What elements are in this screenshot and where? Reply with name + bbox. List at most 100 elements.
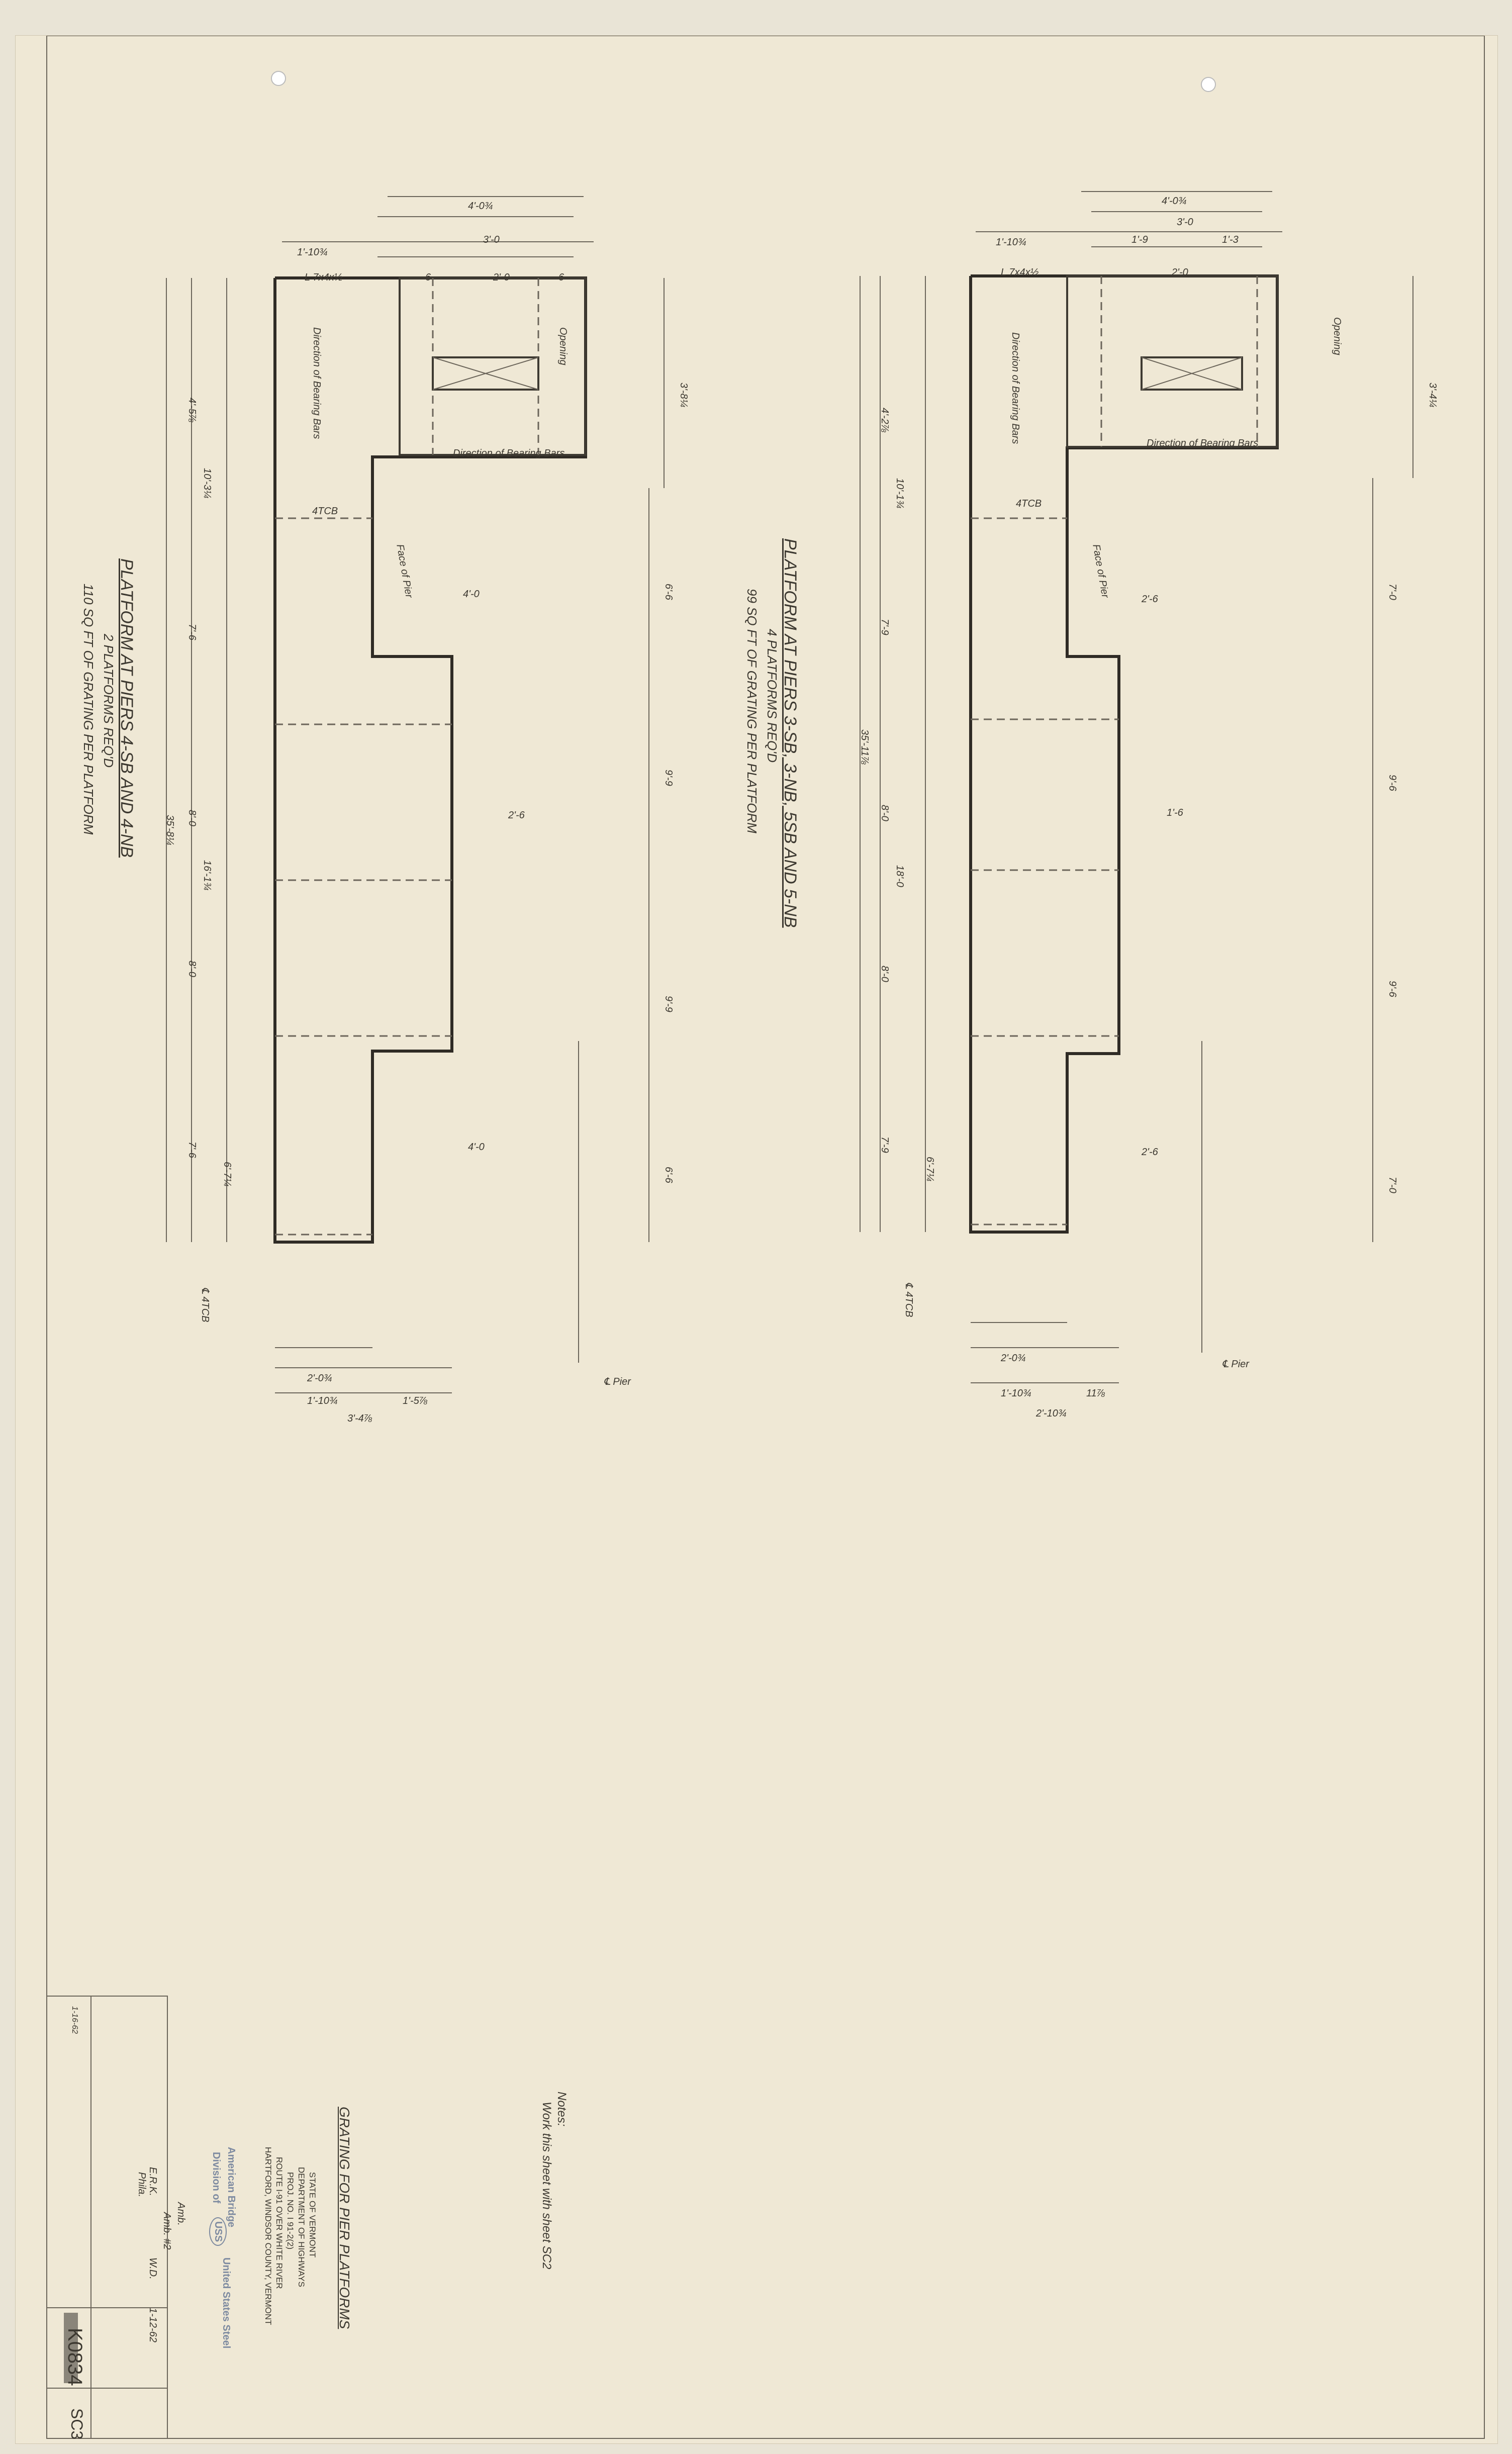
left-dim-left-offset: 1'-10¾	[297, 247, 328, 258]
drawing-title: GRATING FOR PIER PLATFORMS	[337, 2107, 352, 2329]
left-dim-bot-c: 1'-5⅞	[403, 1395, 428, 1406]
right-dim-right-c: 9'-6	[1387, 775, 1398, 791]
left-opening-label: Opening	[557, 327, 569, 365]
left-tcb-label: 4TCB	[312, 506, 338, 517]
left-dim-side-g: 7'-6	[186, 1142, 198, 1158]
sheet-number: SC3	[68, 2408, 86, 2440]
right-dim-side-total: 35'-11⅞	[859, 729, 870, 765]
right-tcb-label: 4TCB	[1016, 498, 1042, 509]
client-line-2: DEPARTMENT OF HIGHWAYS	[297, 2167, 306, 2287]
right-dim-side-e: 18'-0	[894, 865, 905, 887]
client-line-1: STATE OF VERMONT	[308, 2172, 317, 2258]
right-cl-tcb-label: ℄ 4TCB	[903, 1282, 914, 1317]
left-dim-top-b: 2'-0	[493, 272, 510, 283]
drawing-sheet: PLATFORM AT PIERS 4-SB AND 4-NB 2 PLATFO…	[15, 35, 1498, 2444]
left-dim-right-c: 9'-9	[663, 770, 674, 786]
right-platform-outline	[860, 191, 1413, 1383]
notes-line-1: Work this sheet with sheet SC2	[540, 2102, 553, 2270]
right-dim-side-h: 6'-7¼	[924, 1157, 935, 1182]
right-dim-w-3: 2'-6	[1142, 1147, 1158, 1158]
drawing-location: Phila.	[136, 2172, 147, 2198]
right-dim-side-g: 7'-9	[879, 1137, 890, 1153]
punch-hole	[1201, 77, 1216, 92]
right-dim-side-d: 8'-0	[879, 805, 890, 821]
notes-heading: Notes:	[555, 2092, 569, 2127]
right-dim-right-b: 7'-0	[1387, 584, 1398, 600]
right-dim-top-b: 1'-9	[1131, 234, 1148, 245]
company-name-2: Division of	[211, 2152, 222, 2204]
left-dim-side-total: 35'-8¼	[164, 815, 175, 845]
contract-line: Amb. #2	[161, 2212, 172, 2250]
left-platform-outline	[166, 196, 665, 1393]
right-direction-bars-label-2: Direction of Bearing Bars	[1147, 438, 1259, 449]
right-dim-side-a: 4'-2⅞	[879, 408, 890, 433]
client-line-4: ROUTE I-91 OVER WHITE RIVER	[274, 2157, 284, 2289]
left-angle-label: L 7x4x½	[305, 272, 343, 283]
right-dim-w-1: 2'-6	[1142, 594, 1158, 605]
drawing-linework	[46, 36, 1485, 2439]
left-platform-area: 110 SQ FT OF GRATING PER PLATFORM	[81, 584, 96, 835]
right-dim-top-c: 1'-3	[1222, 234, 1239, 245]
left-dim-right-b: 6'-6	[663, 584, 674, 600]
client-line-3: PROJ. NO. I 91-2(2)	[286, 2172, 295, 2249]
left-dim-top-6a: 6	[425, 272, 431, 283]
right-dim-bot-a: 2'-0¾	[1001, 1353, 1026, 1364]
right-dim-top-d: 2'-0	[1172, 267, 1188, 278]
left-dim-side-e: 16'-1¾	[202, 860, 213, 891]
right-angle-label: L 7x4x½	[1001, 267, 1039, 278]
right-dim-bot-d: 2'-10¾	[1036, 1408, 1067, 1419]
right-cl-pier-label: ℄ Pier	[1222, 1359, 1249, 1370]
left-dim-w-2: 2'-6	[508, 810, 525, 821]
ref-line: Amb.	[175, 2202, 186, 2226]
left-platform-qty: 2 PLATFORMS REQ'D	[101, 634, 116, 768]
left-dim-w-1: 4'-0	[463, 589, 480, 600]
right-dim-right-e: 7'-0	[1387, 1177, 1398, 1193]
left-dim-w-3: 4'-0	[468, 1142, 485, 1153]
title-block-lines	[46, 1996, 168, 2439]
checked-by: W.D.	[147, 2257, 158, 2280]
left-dim-bot-b: 1'-10¾	[307, 1395, 338, 1406]
drawing-number: K0834	[64, 2328, 86, 2386]
left-dim-top-overall: 4'-0¾	[468, 201, 493, 212]
left-cl-tcb-label: ℄ 4TCB	[200, 1287, 211, 1323]
right-platform-title: PLATFORM AT PIERS 3-SB, 3-NB, 5SB AND 5-…	[781, 538, 800, 928]
left-dim-side-c: 7'-6	[186, 624, 198, 640]
left-direction-bars-label: Direction of Bearing Bars	[311, 327, 322, 439]
right-dim-right-a: 3'-4¼	[1427, 383, 1438, 408]
client-line-5: HARTFORD, WINDSOR COUNTY, VERMONT	[263, 2147, 273, 2325]
left-direction-bars-label-2: Direction of Bearing Bars	[453, 448, 565, 459]
left-dim-right-d: 9'-9	[663, 996, 674, 1012]
left-cl-pier-label: ℄ Pier	[604, 1376, 631, 1387]
left-dim-bot-d: 3'-4⅞	[347, 1413, 372, 1424]
left-platform-title: PLATFORM AT PIERS 4-SB AND 4-NB	[117, 558, 136, 858]
right-dim-w-2: 1'-6	[1167, 807, 1183, 818]
left-dim-right-e: 6'-6	[663, 1167, 674, 1183]
company-name-1: American Bridge	[226, 2147, 237, 2228]
right-dim-right-d: 9'-6	[1387, 981, 1398, 997]
right-platform-area: 99 SQ FT OF GRATING PER PLATFORM	[744, 589, 760, 833]
right-dim-left-offset: 1'-10¾	[996, 237, 1026, 248]
uss-logo: USS	[209, 2217, 227, 2246]
right-dim-side-c: 7'-9	[879, 619, 890, 635]
right-dim-top-overall: 4'-0¾	[1162, 196, 1187, 207]
left-dim-side-d: 8'-0	[186, 810, 198, 826]
right-direction-bars-label: Direction of Bearing Bars	[1010, 332, 1021, 444]
left-dim-side-f: 8'-0	[186, 961, 198, 977]
revision-1: 1-16-62	[70, 2006, 79, 2034]
left-dim-side-h: 6'-7¼	[222, 1162, 233, 1187]
right-dim-top-a: 3'-0	[1177, 217, 1193, 228]
left-dim-right-a: 3'-8¼	[678, 383, 689, 408]
left-dim-side-b: 10'-3¼	[202, 468, 213, 499]
right-dim-side-f: 8'-0	[879, 966, 890, 982]
drawn-by: E.R.K.	[147, 2167, 158, 2196]
company-name-3: United States Steel	[221, 2257, 232, 2349]
drawing-date: 1-12-62	[147, 2308, 158, 2342]
right-dim-bot-b: 1'-10¾	[1001, 1388, 1031, 1399]
left-dim-bot-a: 2'-0¾	[307, 1373, 332, 1384]
right-dim-bot-c: 11⅞	[1086, 1388, 1105, 1399]
right-dim-side-b: 10'-1¾	[894, 478, 905, 509]
right-platform-qty: 4 PLATFORMS REQ'D	[765, 629, 780, 763]
left-dim-top-a: 3'-0	[483, 234, 500, 245]
left-dim-side-a: 4'-5⅞	[186, 398, 198, 423]
left-dim-top-6b: 6	[558, 272, 564, 283]
